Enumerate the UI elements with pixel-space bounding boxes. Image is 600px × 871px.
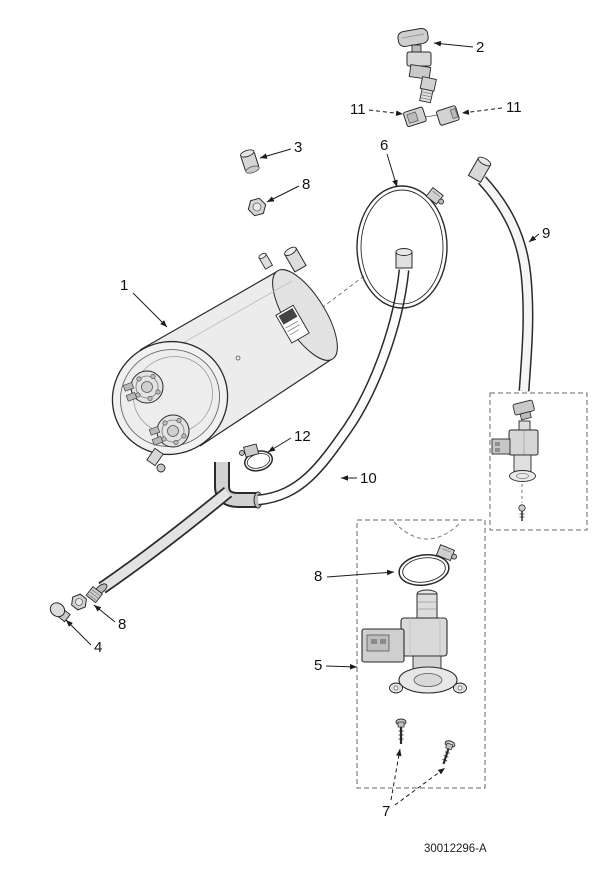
- callout-7-label: 7: [382, 803, 390, 820]
- tank-top-nozzle: [284, 246, 307, 273]
- cap-fitting-part-3: [240, 149, 260, 174]
- bottom-detail-box: [356, 519, 486, 789]
- callout-8-pipe: 8: [93, 604, 126, 633]
- small-valve-assembly: [491, 399, 539, 521]
- callout-1-label: 1: [120, 277, 128, 294]
- callout-2: 2: [433, 39, 484, 56]
- flexible-hose-part-9: [467, 156, 534, 392]
- callout-8-clamp: 8: [314, 568, 395, 585]
- mating-outline-dashed: [393, 521, 462, 540]
- curved-tube-part-10: [257, 248, 413, 506]
- hose-clamp-part-8: [398, 544, 457, 587]
- callout-11-right: 11: [461, 99, 522, 116]
- callout-2-label: 2: [476, 39, 484, 56]
- callout-6-label: 6: [380, 137, 388, 154]
- screw: [395, 718, 407, 744]
- alignment-dashed-line: [322, 275, 365, 308]
- tank-vent-mark: [235, 355, 241, 361]
- callout-8-top: 8: [266, 176, 310, 203]
- rating-label: [275, 304, 310, 344]
- callout-9: 9: [528, 225, 550, 243]
- elbow-fitting: [214, 462, 263, 509]
- callout-10-label: 10: [360, 470, 377, 487]
- right-detail-box: [489, 392, 588, 531]
- callout-5-label: 5: [314, 657, 322, 674]
- callout-11-left-label: 11: [350, 101, 366, 118]
- hex-nut-part-8-pipe: [71, 593, 87, 611]
- small-screw: [518, 504, 526, 521]
- solenoid-valve-part-5: [361, 589, 467, 694]
- tank-part-1: [111, 246, 338, 473]
- hex-nut-part-8-top: [247, 197, 267, 217]
- callout-7: 7: [382, 748, 446, 820]
- callout-4: 4: [65, 619, 102, 656]
- callout-11-right-label: 11: [506, 99, 522, 116]
- drain-cap: [156, 463, 166, 473]
- screws-part-7: [395, 718, 456, 765]
- callout-5: 5: [314, 657, 358, 674]
- callout-1: 1: [120, 277, 168, 328]
- plug-part-4: [49, 602, 71, 623]
- callout-8-pipe-label: 8: [118, 616, 126, 633]
- doc-code: 30012296-A: [424, 843, 487, 855]
- screw: [442, 740, 456, 765]
- lower-left-pipe: [85, 486, 233, 604]
- callout-6: 6: [380, 137, 398, 188]
- pipe-threaded-tip: [85, 585, 104, 604]
- heater-flange-upper: [122, 370, 164, 404]
- clamp-part-12: [238, 443, 274, 472]
- callout-3-label: 3: [294, 139, 302, 156]
- callout-4-label: 4: [94, 639, 102, 656]
- callout-11-left: 11: [350, 101, 404, 118]
- tank-threaded-boss: [258, 252, 274, 270]
- callout-8-top-label: 8: [302, 176, 310, 193]
- callout-8-clamp-label: 8: [314, 568, 322, 585]
- clamp-ring-part-6: [356, 185, 448, 309]
- callout-10: 10: [341, 470, 377, 487]
- callout-12: 12: [267, 428, 311, 453]
- callout-12-label: 12: [294, 428, 311, 445]
- callout-3: 3: [259, 139, 302, 159]
- heater-flange-lower: [148, 414, 190, 448]
- callout-9-label: 9: [542, 225, 550, 242]
- shutoff-valve-part-2: [397, 27, 437, 104]
- connectors-part-11: [403, 105, 460, 128]
- tank-drain-stub: [146, 447, 164, 467]
